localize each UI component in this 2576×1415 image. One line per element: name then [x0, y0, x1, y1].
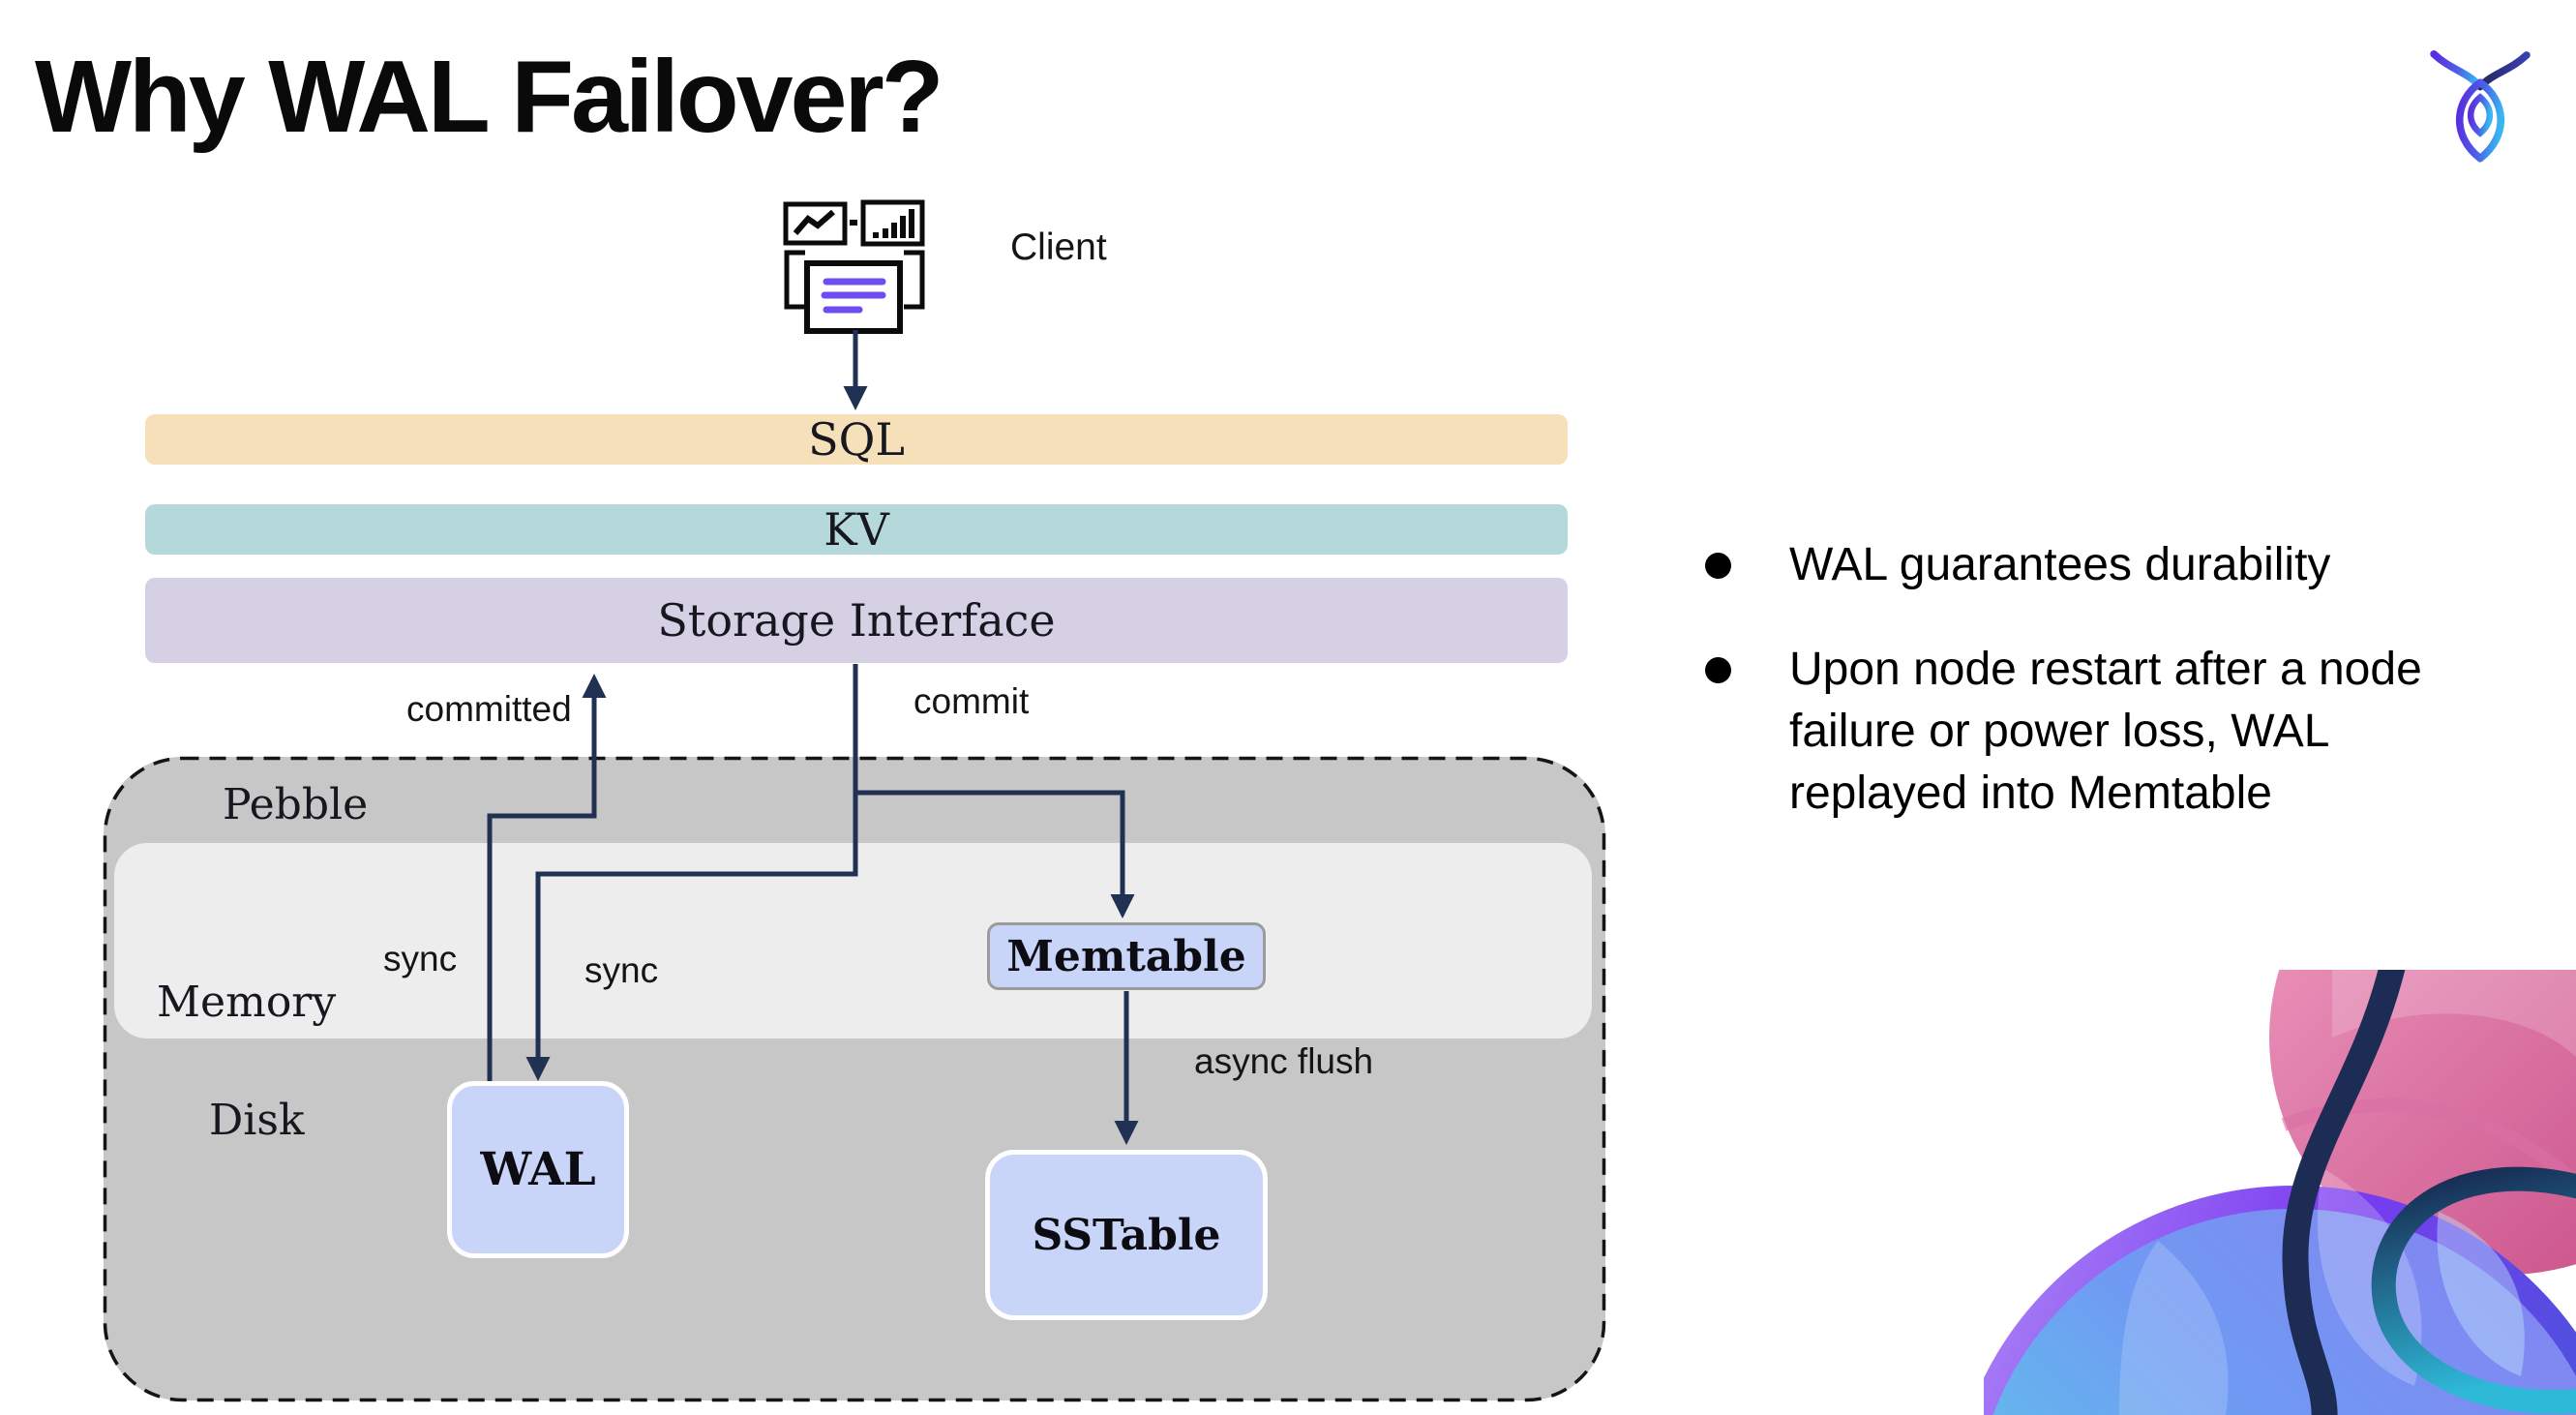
bracket-right — [904, 250, 925, 310]
layer-kv-label: KV — [824, 503, 889, 556]
memory-label: Memory — [157, 978, 337, 1027]
cockroachdb-logo — [2430, 49, 2531, 163]
layer-storage-interface-label: Storage Interface — [657, 594, 1056, 647]
page-title: Why WAL Failover? — [35, 40, 944, 154]
art-navy-curve — [2282, 970, 2406, 1415]
edge-label-sync-right: sync — [584, 950, 659, 990]
decorative-corner-art — [1984, 970, 2576, 1415]
pebble-label: Pebble — [223, 780, 369, 829]
node-sstable: SSTable — [985, 1150, 1268, 1320]
disk-label: Disk — [209, 1096, 305, 1145]
node-memtable: Memtable — [987, 922, 1266, 990]
node-wal: WAL — [447, 1081, 629, 1258]
bullet-list: WAL guarantees durability Upon node rest… — [1705, 534, 2557, 867]
layer-kv: KV — [145, 503, 1568, 556]
node-sstable-label: SSTable — [1032, 1210, 1221, 1260]
node-memtable-label: Memtable — [1006, 931, 1246, 981]
line-chart-icon — [783, 201, 848, 246]
edge-label-commit: commit — [914, 681, 1030, 721]
edge-label-committed: committed — [406, 689, 572, 729]
bullet-item: WAL guarantees durability — [1705, 534, 2557, 596]
layer-sql-label: SQL — [808, 413, 905, 466]
client-label: Client — [1010, 226, 1107, 268]
bullet-item: Upon node restart after a node failure o… — [1705, 639, 2557, 825]
edge-label-async-flush: async flush — [1194, 1041, 1374, 1081]
layer-sql: SQL — [145, 413, 1568, 466]
client-dashboard-icon — [783, 199, 925, 334]
layer-storage-interface: Storage Interface — [145, 578, 1568, 663]
node-wal-label: WAL — [480, 1143, 596, 1196]
bullet-text: Upon node restart after a node failure o… — [1789, 644, 2422, 819]
bullet-text: WAL guarantees durability — [1789, 539, 2331, 590]
bullet-dot — [1705, 553, 1731, 579]
bullet-dot — [1705, 657, 1731, 683]
art-navyteal-curve — [2371, 1166, 2576, 1414]
edge-label-sync-left: sync — [383, 939, 458, 978]
bracket-left — [784, 250, 805, 310]
